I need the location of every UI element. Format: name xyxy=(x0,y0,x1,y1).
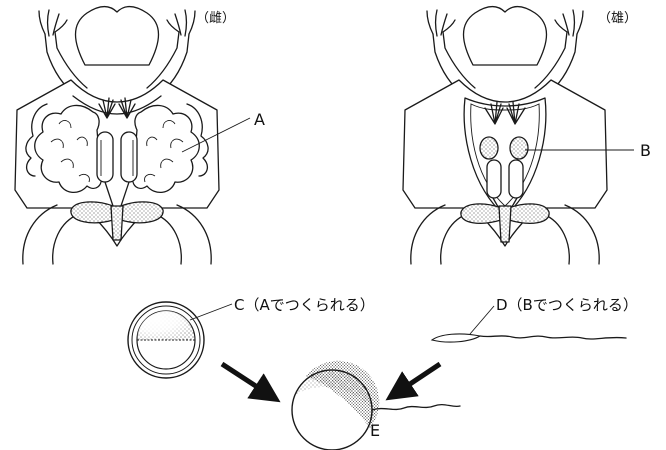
arrow-d-to-e xyxy=(398,364,440,392)
arrow-c-to-e xyxy=(222,364,268,394)
sperm-d xyxy=(432,334,626,342)
label-a: A xyxy=(254,110,265,129)
leader-d xyxy=(470,306,494,334)
label-b: B xyxy=(640,141,651,160)
label-d: D（Bでつくられる） xyxy=(496,296,638,314)
egg-c xyxy=(128,302,204,378)
label-c: C（Aでつくられる） xyxy=(234,296,375,314)
label-male: （雄） xyxy=(598,11,637,26)
label-e: E xyxy=(370,421,380,440)
leader-c xyxy=(190,304,232,320)
female-frog xyxy=(15,6,219,264)
label-female: （雌） xyxy=(196,10,235,26)
male-frog xyxy=(403,6,607,264)
